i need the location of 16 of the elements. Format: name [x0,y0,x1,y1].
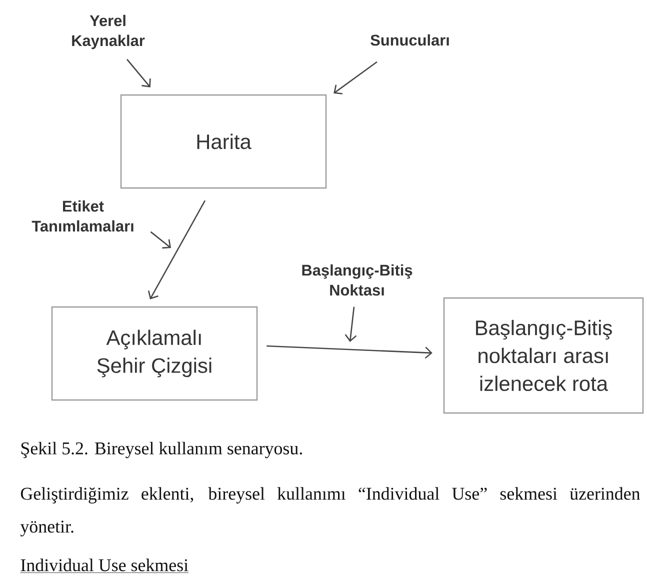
arrow [266,345,432,359]
caption: Şekil 5.2. Bireysel kullanım senaryosu. [21,442,302,458]
arrow [148,200,206,300]
text-label: Yerel Kaynaklar [72,14,145,50]
leader-arrow [150,231,171,249]
section-heading: Individual Use sekmesi [20,558,189,573]
leader-arrow [344,306,357,342]
process-box: Açıklamalı Şehir Çizgisi [51,306,258,401]
text-label: Sunucuları [370,34,449,46]
leader-arrow [126,58,151,88]
process-box: Harita [120,94,327,189]
process-box: Başlangıç-Bitiş noktaları arası izlenecek rota [443,297,644,414]
text-label: Etiket Tanımlamaları [32,200,134,232]
paragraph: Geliştirdiğimiz eklenti, bireysel kullanımı “Individual Use” sekmesi üzerinden yönetir. [20,487,640,536]
leader-arrow [334,61,378,94]
text-label: Başlangıç-Bitiş Noktası [302,264,412,296]
